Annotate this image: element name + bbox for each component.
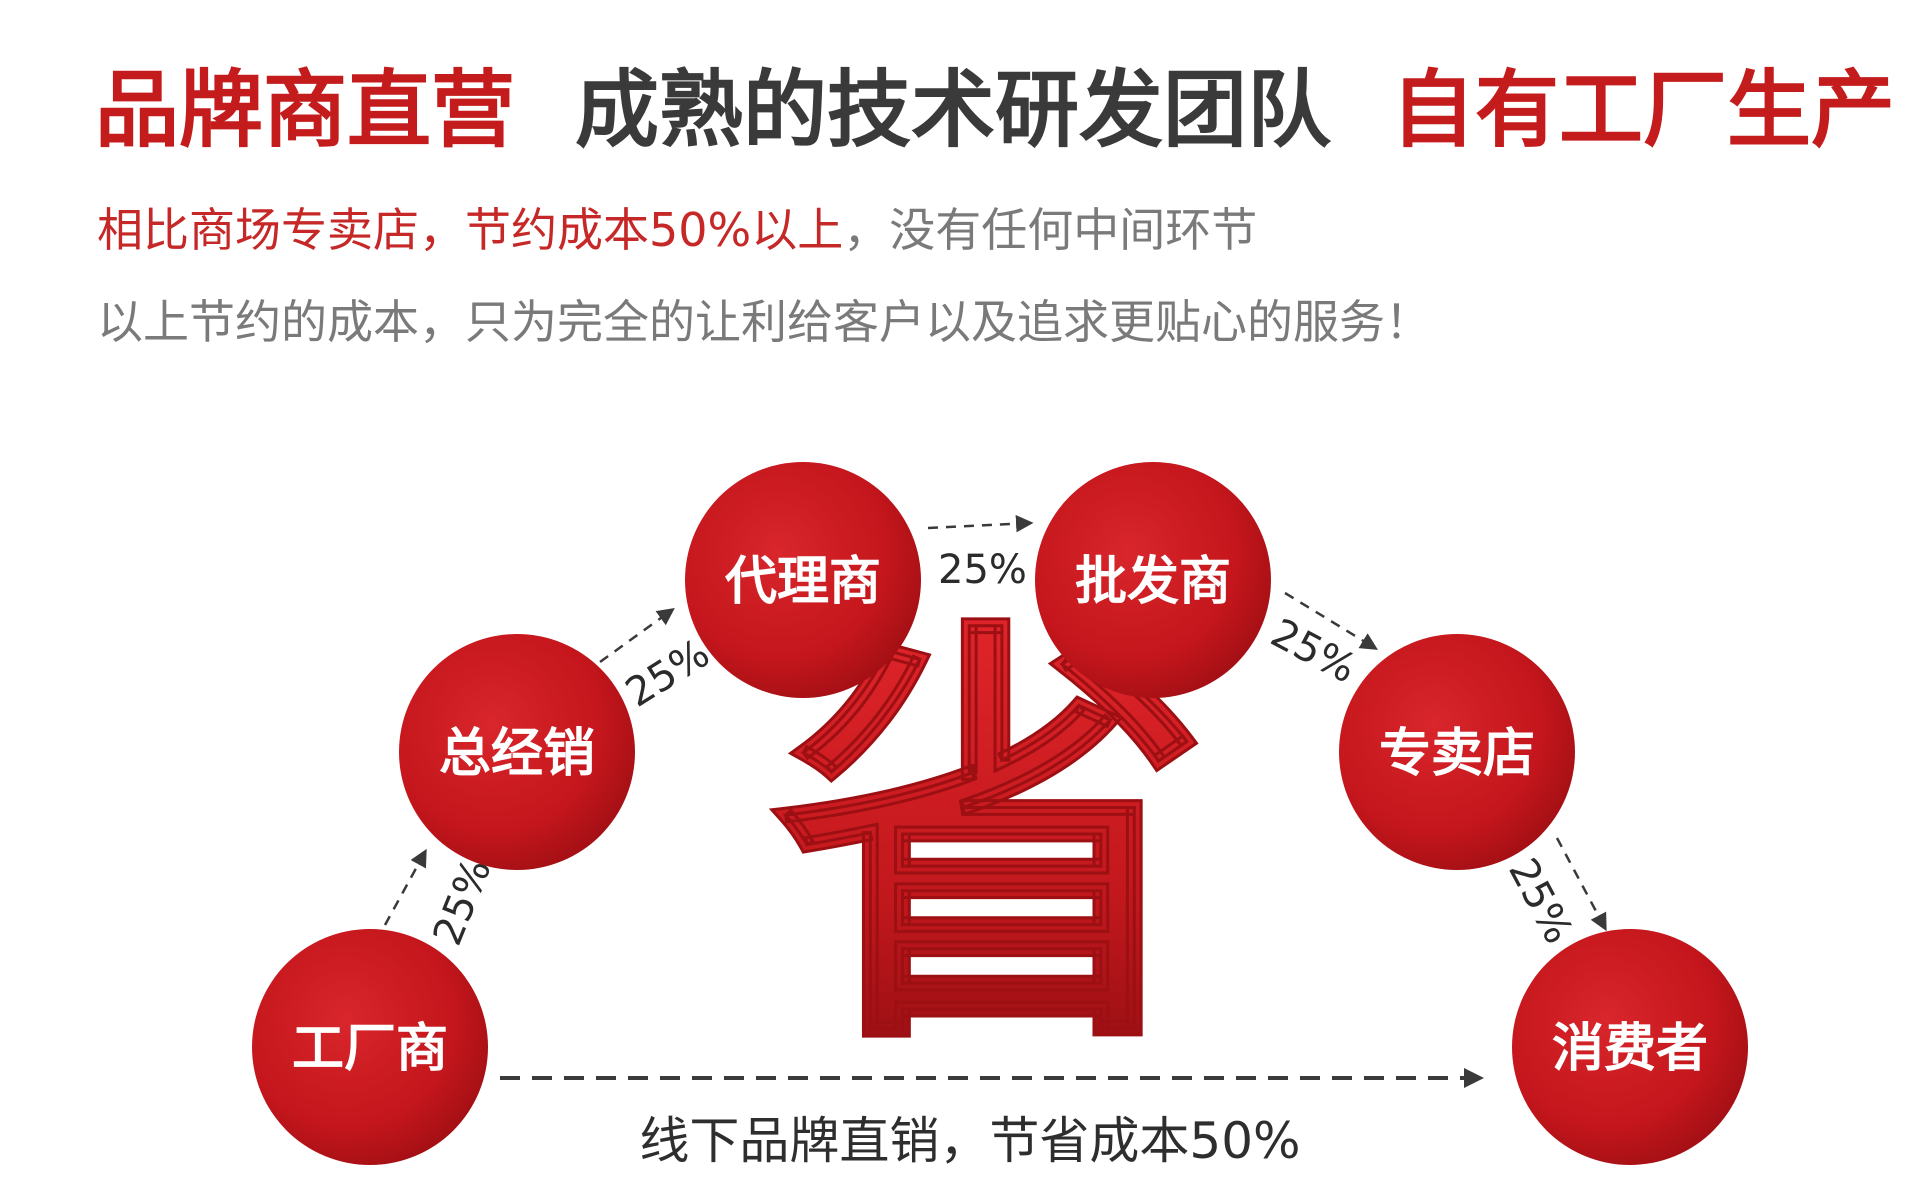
node-consumer: 消费者 — [1512, 929, 1748, 1165]
node-factory: 工厂商 — [252, 929, 488, 1165]
subtitle-line-2: 以上节约的成本，只为完全的让利给客户以及追求更贴心的服务！ — [97, 295, 1431, 349]
direct-sales-caption: 线下品牌直销，节省成本50% — [639, 1112, 1300, 1170]
markup-factory-to-general: 25% — [425, 852, 501, 952]
markup-wholesaler-to-store: 25% — [1263, 610, 1363, 692]
node-general-distributor-label: 总经销 — [439, 724, 595, 784]
subtitle-savings-text: 相比商场专卖店，节约成本50%以上 — [97, 203, 844, 257]
subtitle-line-1: 相比商场专卖店，节约成本50%以上，没有任何中间环节 — [97, 200, 1257, 260]
subtitle-no-middleman-text: ，没有任何中间环节 — [843, 203, 1258, 257]
headline: 品牌商直营成熟的技术研发团队自有工厂生产 — [95, 55, 1895, 165]
headline-brand-direct: 品牌商直营 — [95, 61, 516, 159]
arrow-general-to-agent — [599, 607, 675, 664]
markup-agent-to-wholesaler: 25% — [938, 547, 1027, 593]
node-store-label: 专卖店 — [1379, 724, 1535, 784]
node-agent-label: 代理商 — [724, 552, 881, 612]
markup-general-to-agent: 25% — [618, 630, 718, 716]
arrow-factory-to-general — [383, 848, 427, 926]
node-consumer-label: 消费者 — [1552, 1019, 1708, 1079]
headline-rd-team: 成熟的技术研发团队 — [575, 61, 1332, 159]
arrow-agent-to-wholesaler — [927, 514, 1034, 533]
markup-store-to-consumer: 25% — [1499, 851, 1581, 951]
node-agent: 代理商 — [685, 462, 921, 698]
headline-own-factory: 自有工厂生产 — [1391, 61, 1896, 159]
node-factory-label: 工厂商 — [292, 1019, 448, 1079]
node-store: 专卖店 — [1339, 634, 1575, 870]
node-wholesaler-label: 批发商 — [1075, 552, 1231, 612]
node-wholesaler: 批发商 — [1035, 462, 1271, 698]
node-general-distributor: 总经销 — [399, 634, 635, 870]
